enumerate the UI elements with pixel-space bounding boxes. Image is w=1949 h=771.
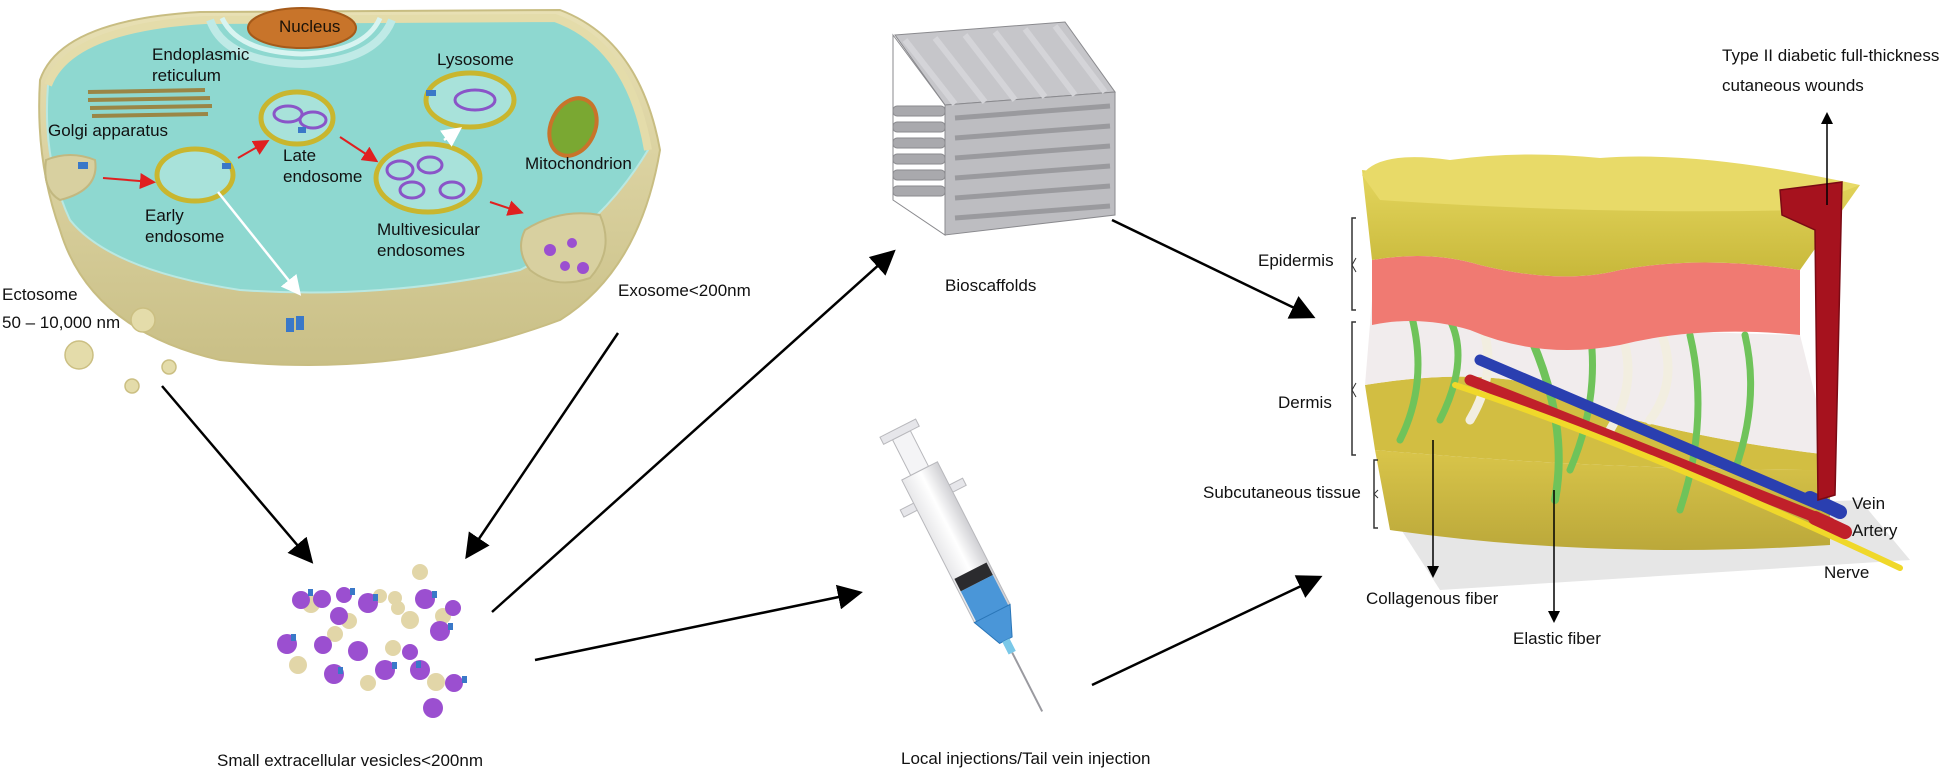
dermis-label: Dermis: [1278, 393, 1332, 412]
wound: [1779, 181, 1843, 501]
epidermis-label: Epidermis: [1258, 251, 1334, 270]
skin-block: [1362, 154, 1910, 590]
mve-label-line2: endosomes: [377, 241, 465, 260]
cell-illustration: [38, 7, 662, 394]
nerve-label: Nerve: [1824, 563, 1870, 582]
pointer-arrows: [1427, 112, 1833, 623]
layer-brackets: [1351, 217, 1379, 529]
arrow-exosome-to-ev: [465, 332, 620, 560]
mitochondrion-label: Mitochondrion: [525, 154, 632, 173]
ectosome-buds: [64, 307, 177, 394]
golgi-label: Golgi apparatus: [48, 121, 169, 140]
injection-label: Local injections/Tail vein injection: [901, 749, 1151, 768]
ev-label: Small extracellular vesicles<200nm: [217, 751, 483, 770]
wound-title-line2: cutaneous wounds: [1722, 76, 1864, 95]
lysosome: [423, 70, 517, 130]
vein-label: Vein: [1852, 494, 1886, 513]
er-label-line1: Endoplasmic: [152, 45, 250, 64]
early-endosome: [154, 146, 236, 204]
arrow-ev-to-scaffold: [491, 249, 896, 613]
mitochondrion: [547, 96, 599, 158]
er-label-line2: reticulum: [152, 66, 221, 85]
nucleus: [247, 7, 357, 49]
arrow-ectosome-to-ev: [161, 385, 314, 564]
bioscaffold-label: Bioscaffolds: [945, 276, 1037, 295]
exosome-label: Exosome<200nm: [618, 281, 751, 300]
ectosome-label-line1: Ectosome: [2, 285, 78, 304]
late-endosome-label-line2: endosome: [283, 167, 363, 186]
ev-cluster: [277, 564, 467, 718]
elastic-fiber-label: Elastic fiber: [1513, 629, 1601, 648]
collagenous-fiber-label: Collagenous fiber: [1366, 589, 1499, 608]
arrow-injection-to-skin: [1091, 575, 1323, 687]
flow-arrows: [161, 218, 1323, 687]
late-endosome: [258, 89, 336, 147]
syringe: [879, 418, 1044, 712]
arrow-scaffold-to-skin: [1111, 218, 1316, 319]
er-lines: [87, 88, 213, 118]
artery-label: Artery: [1852, 521, 1898, 540]
wound-title-line1: Type II diabetic full-thickness: [1722, 46, 1940, 65]
subcutaneous-label: Subcutaneous tissue: [1203, 483, 1361, 502]
lysosome-label: Lysosome: [437, 50, 514, 69]
late-endosome-label-line1: Late: [283, 146, 317, 165]
early-endosome-label-line1: Early: [145, 206, 184, 225]
nucleus-label: Nucleus: [279, 17, 341, 36]
bioscaffold: [892, 21, 1116, 236]
papillary-dermis: [1372, 256, 1800, 350]
arrow-ev-to-injection: [534, 584, 863, 662]
early-endosome-label-line2: endosome: [145, 227, 225, 246]
ectosome-label-line2: 50 – 10,000 nm: [2, 313, 121, 332]
mve-label-line1: Multivesicular: [377, 220, 480, 239]
